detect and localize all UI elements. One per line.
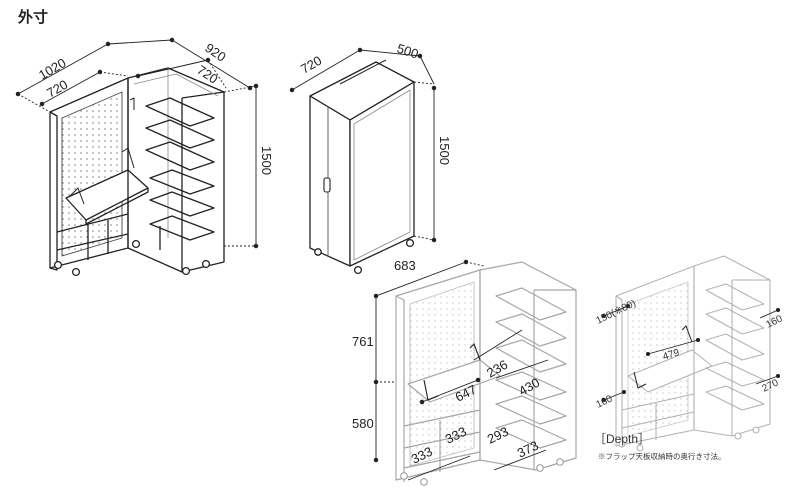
dim-width-left: 720 [44,77,70,101]
depth-dimensions [601,303,781,403]
dim-height-open: 1500 [259,146,274,175]
open-cabinet-view [49,67,225,277]
dim-bottom-4: 373 [515,438,541,461]
dim-bottom-3: 293 [485,424,511,447]
dim-lower-height: 580 [352,416,374,431]
dim-overall: 683 [394,258,416,273]
open-cabinet-dimensions [15,37,259,249]
depth-label: ［Depth］ [594,432,651,446]
closed-dimensions [289,47,437,243]
dim-closed-height: 1500 [437,136,452,165]
dim-depth-desk: 479 [662,347,682,363]
depth-view [615,255,771,452]
dim-depth-right-top: 160 [764,313,784,330]
dim-depth-right: 720 [194,62,220,87]
pegboard-left [61,91,123,257]
closed-cabinet-view [309,59,415,275]
dim-shelf-height: 430 [516,375,542,399]
open-inner-dimensions [373,259,549,481]
right-wing-outline [127,67,225,273]
diagram-title: 外寸 [18,9,49,26]
depth-note: ※フラップ天板収納時の奥行き寸法。 [598,452,726,461]
dim-closed-depth: 500 [395,41,420,62]
dim-upper-height: 761 [352,334,374,349]
left-wing-side [49,111,58,271]
dim-depth-left-bottom: 160 [594,393,614,410]
open-inner-view [395,261,577,486]
